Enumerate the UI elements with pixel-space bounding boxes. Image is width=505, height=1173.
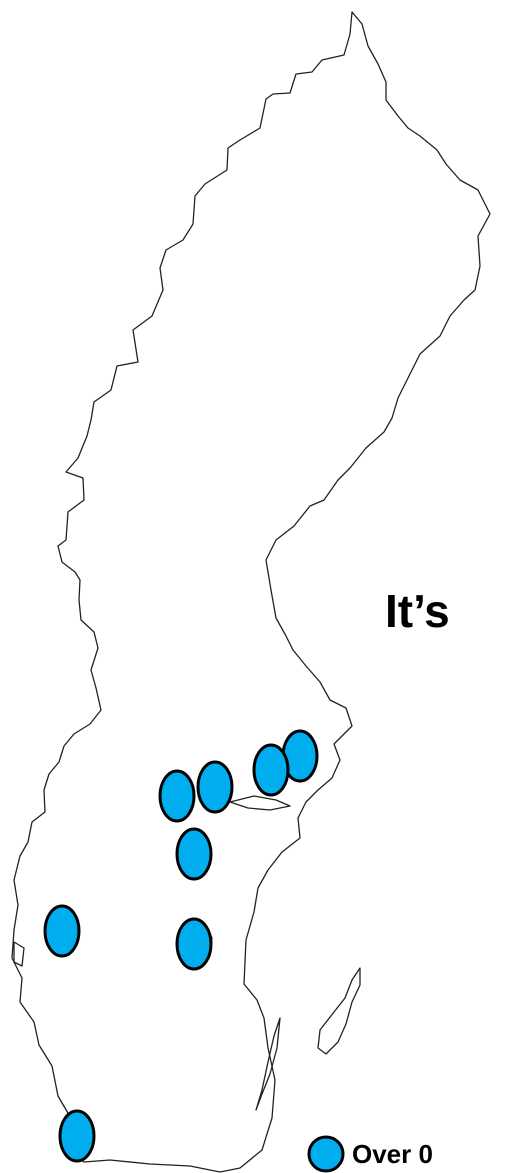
- legend-marker-icon: [307, 1135, 345, 1173]
- tjorn-coast-island: [13, 941, 25, 967]
- oland-island: [255, 1017, 281, 1111]
- markers: [43, 729, 319, 1163]
- map-marker: [175, 827, 213, 881]
- map-marker: [158, 769, 196, 823]
- map-marker: [196, 760, 234, 814]
- headline-text: It’s: [385, 585, 450, 637]
- map-marker: [43, 904, 81, 958]
- map-marker: [58, 1109, 96, 1163]
- malaren-lake: [229, 795, 291, 811]
- map-marker: [175, 917, 213, 971]
- map-marker: [252, 743, 290, 797]
- legend: Over 0: [306, 1135, 433, 1173]
- legend-label: Over 0: [352, 1139, 433, 1169]
- gotland-island: [317, 967, 361, 1055]
